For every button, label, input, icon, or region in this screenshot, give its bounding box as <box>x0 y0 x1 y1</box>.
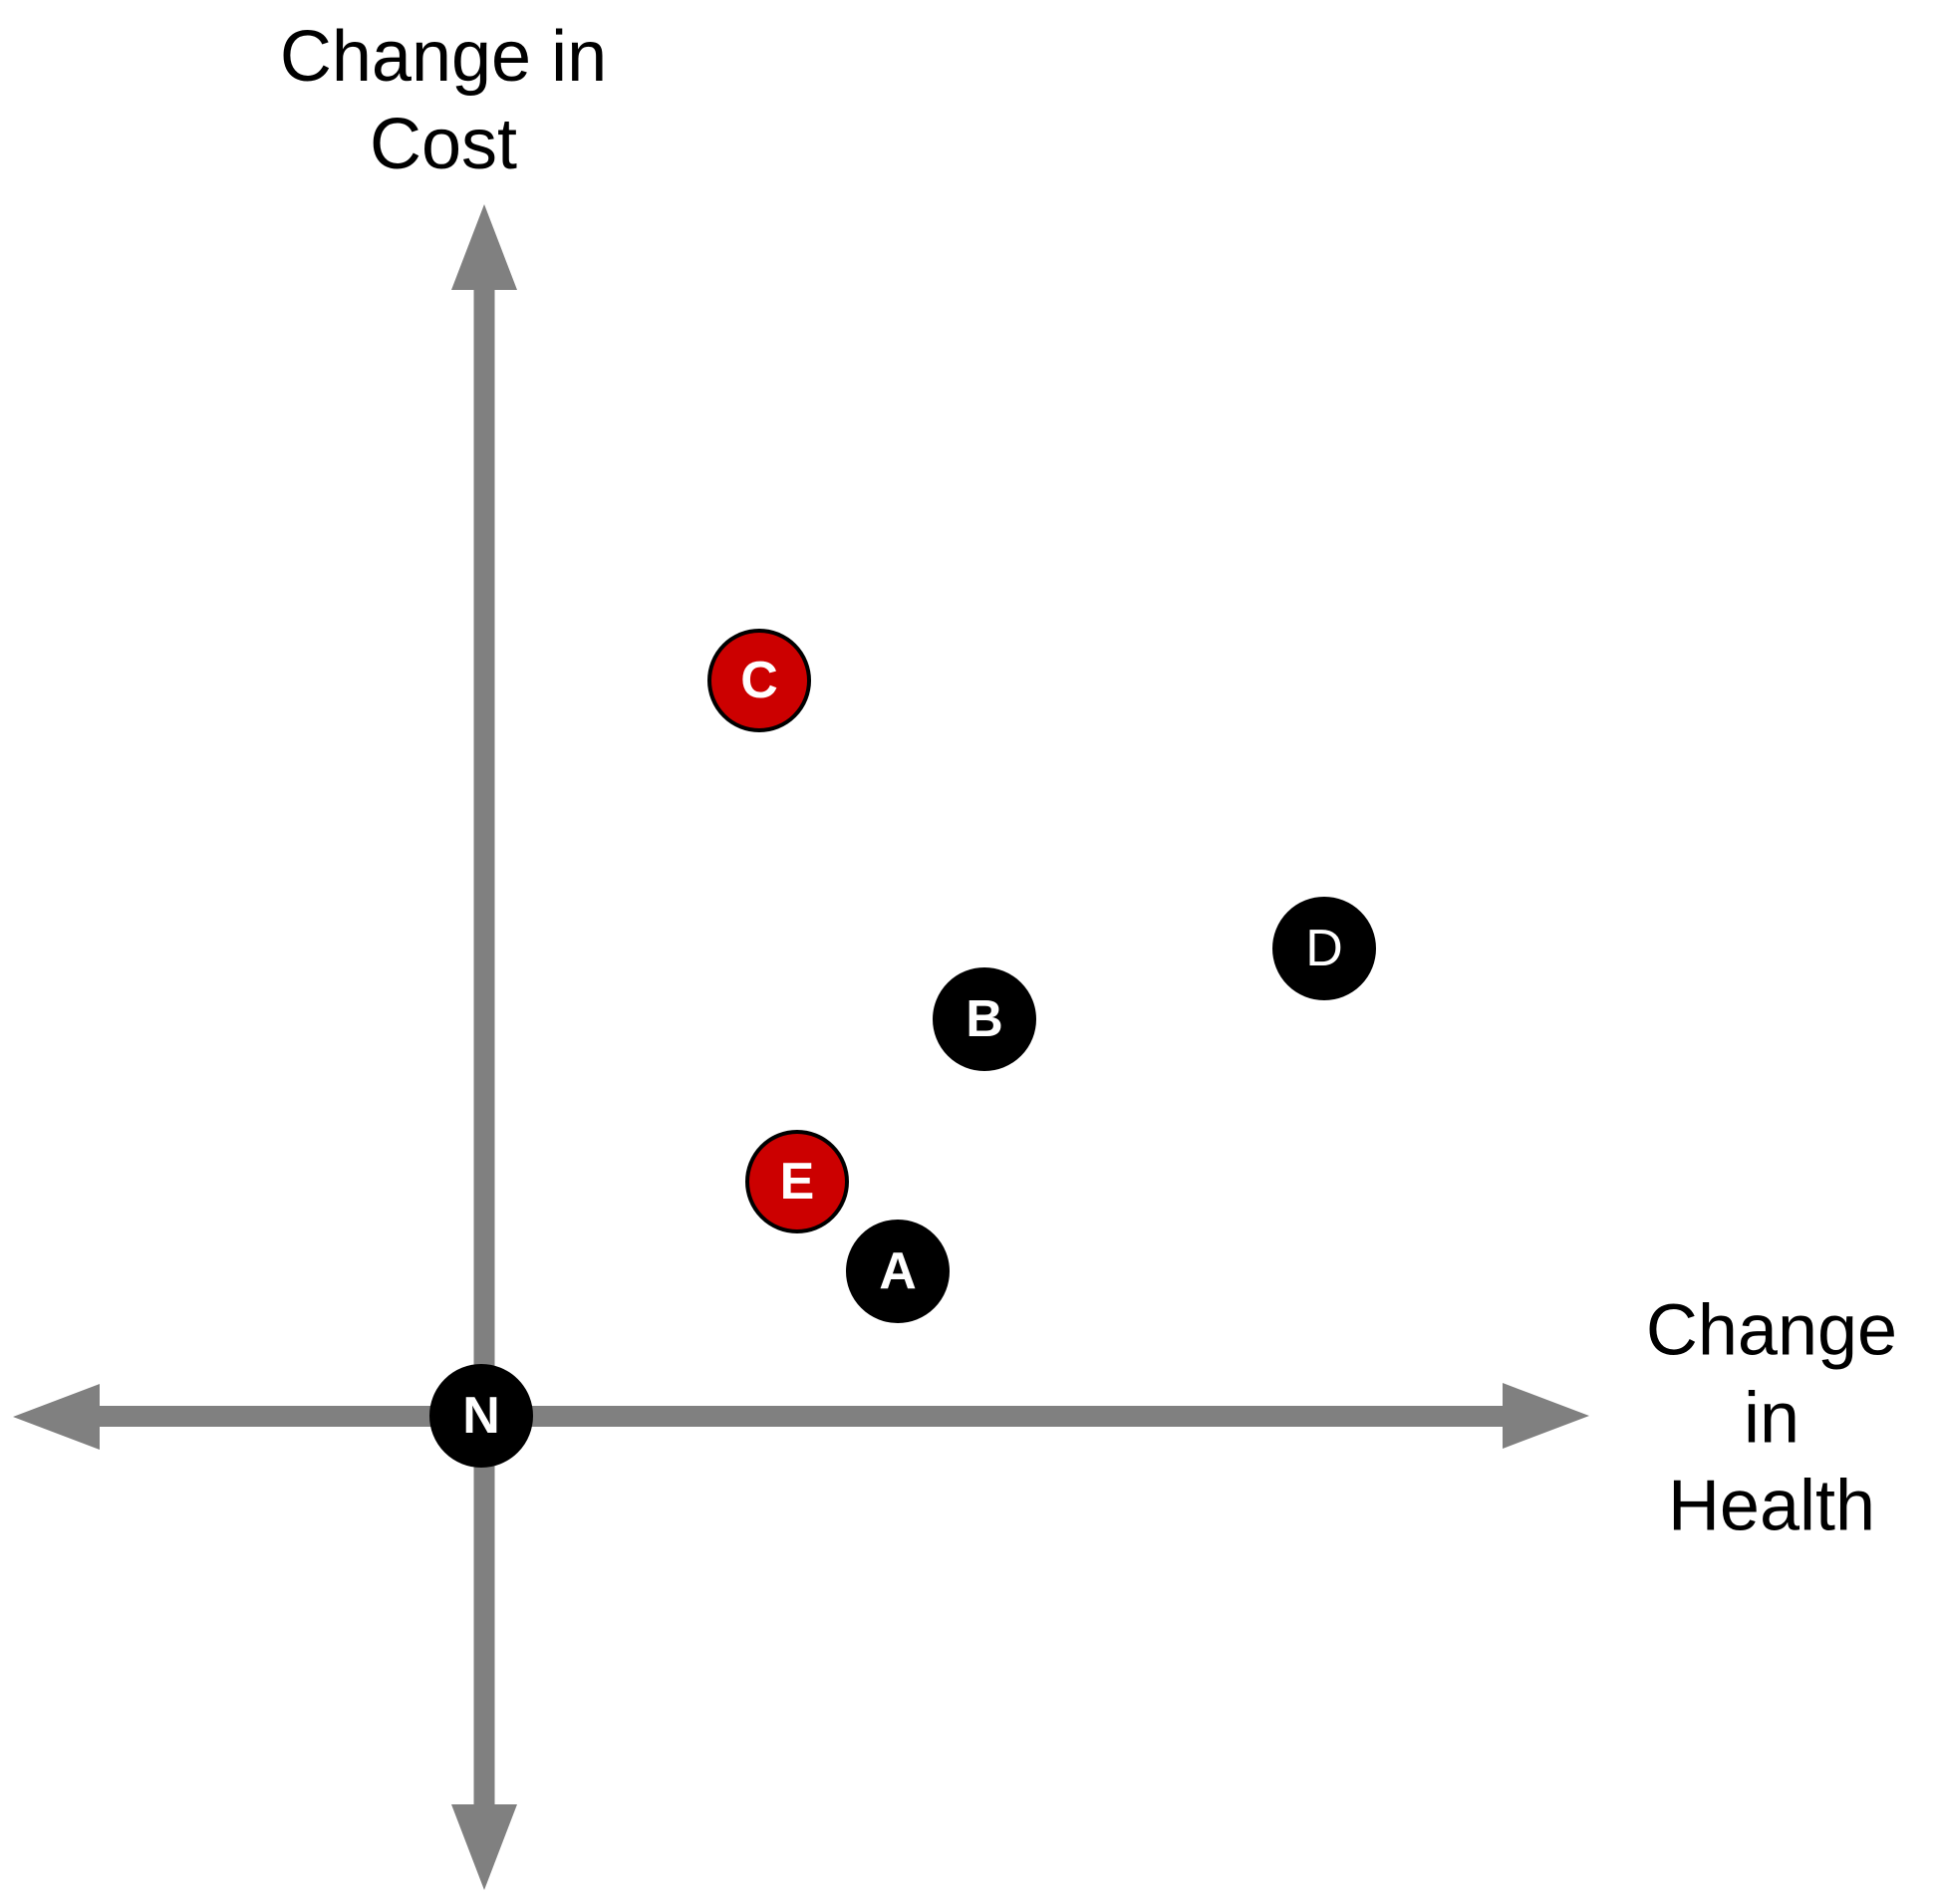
point-E-label: E <box>779 1153 815 1211</box>
point-A-label: A <box>879 1242 917 1300</box>
y-axis <box>451 204 517 1890</box>
arrow-up-icon <box>451 204 517 290</box>
point-N-label: N <box>462 1387 500 1445</box>
point-E: E <box>745 1130 849 1233</box>
arrow-right-icon <box>1503 1383 1589 1449</box>
y-axis-label: Change in Cost <box>279 17 608 184</box>
arrow-down-icon <box>451 1804 517 1890</box>
x-axis <box>13 1383 1589 1450</box>
x-axis-label: Change in Health <box>1645 1290 1898 1545</box>
y-axis-shaft <box>473 287 495 1807</box>
point-D-label: D <box>1305 920 1343 977</box>
point-A: A <box>846 1220 950 1323</box>
point-D: D <box>1272 897 1376 1000</box>
x-axis-shaft <box>96 1406 1505 1427</box>
point-B: B <box>933 967 1036 1071</box>
point-B-label: B <box>966 990 1003 1048</box>
point-C: C <box>707 629 811 732</box>
point-C-label: C <box>740 652 778 709</box>
point-N: N <box>429 1364 533 1468</box>
arrow-left-icon <box>13 1384 100 1450</box>
